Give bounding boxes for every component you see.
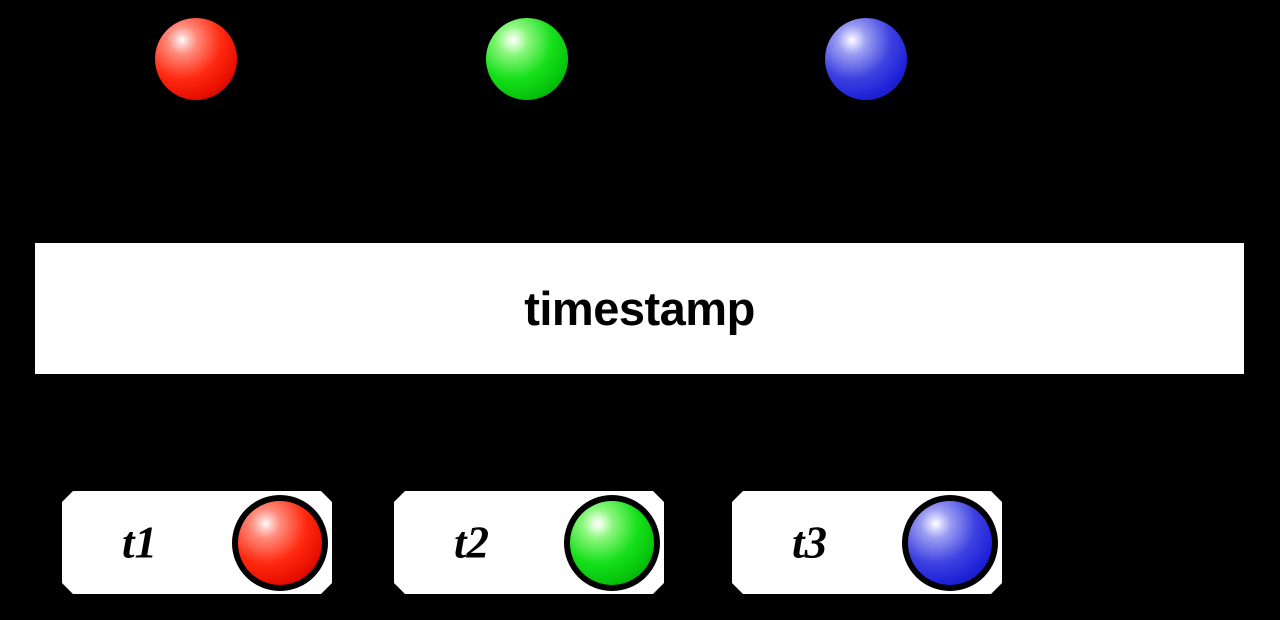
state-box-t1[interactable]: t1 — [62, 491, 332, 594]
state-label-t2: t2 — [454, 517, 490, 567]
top-red-sphere-icon — [155, 18, 237, 100]
state-box-t2[interactable]: t2 — [394, 491, 664, 594]
timestamp-label: timestamp — [524, 282, 755, 335]
top-blue-sphere-icon — [825, 18, 907, 100]
timestamp-banner: timestamp — [35, 243, 1244, 374]
state-label-t3: t3 — [792, 517, 828, 567]
state-green-sphere-icon — [564, 495, 660, 591]
state-label-t1: t1 — [122, 517, 158, 567]
state-box-t3[interactable]: t3 — [732, 491, 1002, 594]
top-green-sphere-icon — [486, 18, 568, 100]
state-blue-sphere-icon — [902, 495, 998, 591]
state-red-sphere-icon — [232, 495, 328, 591]
